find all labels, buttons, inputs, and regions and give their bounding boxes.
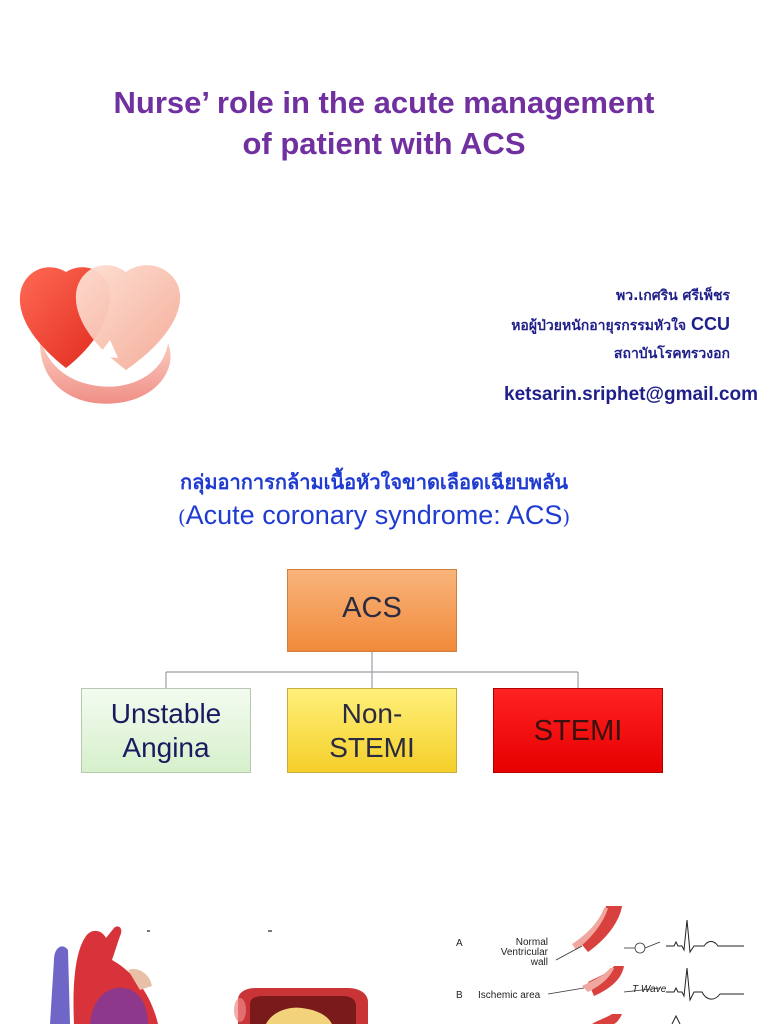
org-node-nstemi-line-2: STEMI [329,731,415,763]
ecg-row-b-label: Ischemic area [478,990,541,1001]
org-node-unstable-angina: Unstable Angina [81,688,251,773]
hearts-logo-icon [19,265,181,404]
stray-mark-dot-2 [268,930,272,932]
ecg-waveforms-icon [548,906,744,1024]
ecg-row-a-label-3: wall [530,957,548,968]
author-unit: หอผู้ป่วยหนักอายุรกรรมหัวใจ CCU [440,310,730,340]
org-node-acs: ACS [287,569,457,652]
heading-close-paren: ) [562,505,571,529]
org-node-stemi-label: STEMI [533,715,623,747]
author-block: พว.เกศริน ศรีเพ็ชร หอผู้ป่วยหนักอายุรกรร… [440,282,730,368]
title-line-1: Nurse’ role in the acute management [113,85,655,120]
slide-title: Nurse’ role in the acute management of p… [0,82,768,164]
author-unit-thai: หอผู้ป่วยหนักอายุรกรรมหัวใจ [511,318,687,334]
ecg-row-b-letter: B [456,990,463,1001]
org-node-nstemi-line-1: Non- [341,697,403,729]
heading-open-paren: ( [177,505,186,529]
ecg-row-a-letter: A [456,938,463,949]
title-line-2: of patient with ACS [242,126,526,161]
org-node-ua-line-2: Angina [122,731,210,763]
author-name: พว.เกศริน ศรีเพ็ชร [616,288,730,304]
heart-anatomy-illustration-icon [50,926,158,1024]
author-institute: สถาบันโรคทรวงอก [613,346,730,362]
stray-mark-dot-1 [147,930,150,932]
artery-plaque-illustration-icon [234,988,368,1024]
ecg-row-a-label-2: Ventricular [500,947,548,958]
org-node-stemi: STEMI [493,688,663,773]
ecg-row-a-label-1: Normal [515,937,548,948]
org-node-acs-label: ACS [342,592,402,624]
section-heading-thai: กลุ่มอาการกล้ามเนื้อหัวใจขาดเลือดเฉียบพล… [179,470,569,494]
ecg-row-a-label: Normal Ventricular wall [488,938,548,968]
org-node-non-stemi: Non- STEMI [287,688,457,773]
section-heading-english: (Acute coronary syndrome: ACS) [0,500,748,531]
author-email[interactable]: ketsarin.sriphet@gmail.com [504,384,758,405]
org-node-ua-line-1: Unstable [110,697,222,729]
heading-english-text: Acute coronary syndrome: ACS [185,500,563,530]
author-unit-ccu: CCU [691,314,730,334]
